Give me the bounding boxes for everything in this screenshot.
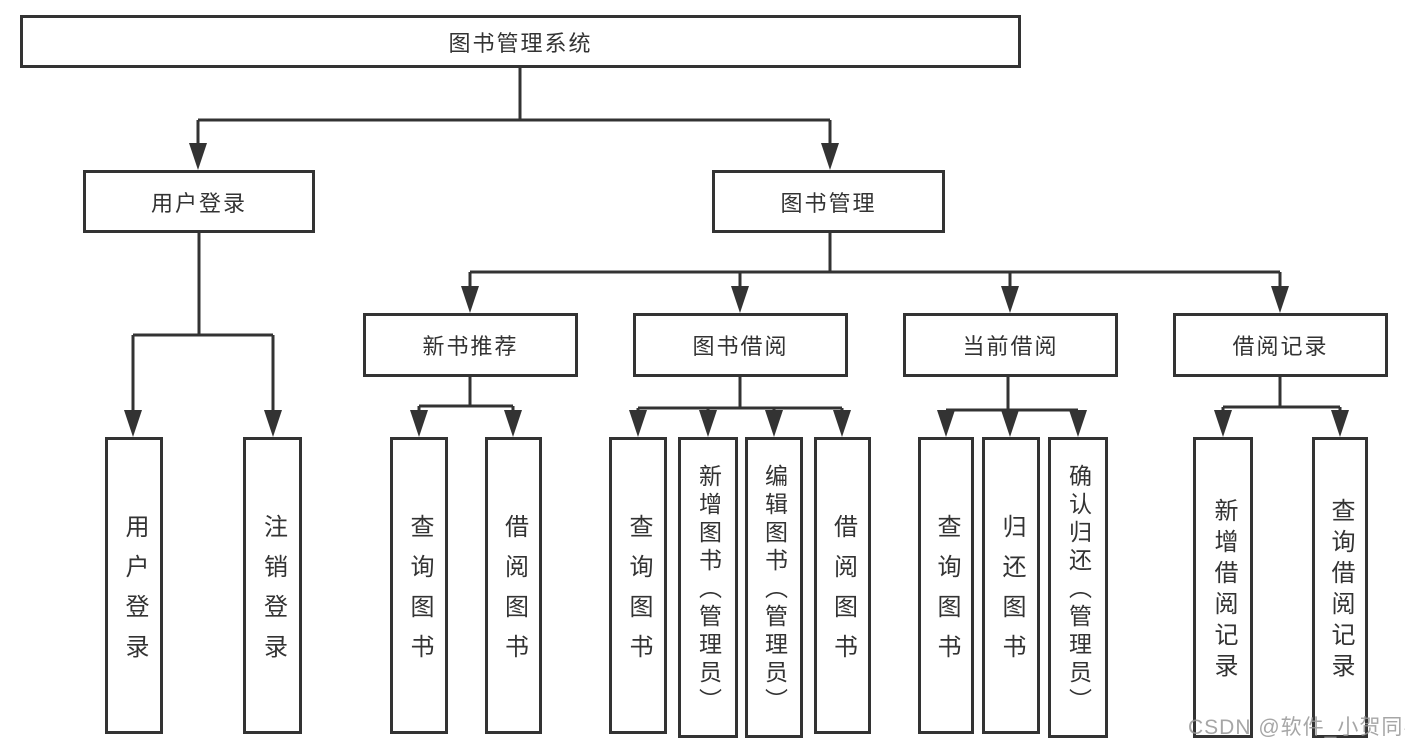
node-label: 确认归还（管理员） (1065, 464, 1092, 716)
node-label: 图书借阅 (692, 334, 789, 359)
connector-root-to-level2 (196, 67, 832, 146)
node-label: 归还图书 (998, 513, 1025, 674)
node-book-borrow: 图书借阅 (633, 313, 848, 377)
node-user-login: 用户登录 (83, 170, 315, 233)
node-root-system: 图书管理系统 (20, 15, 1021, 68)
node-label: 用户登录 (150, 190, 247, 216)
arrowhead (504, 410, 522, 437)
node-label: 查询借阅记录 (1327, 498, 1354, 684)
leaf-borrow-books: 借阅图书 (485, 437, 542, 734)
connector-borrow-records-children (1221, 377, 1342, 412)
arrowhead (1331, 410, 1349, 437)
connector-book-borrow-children (636, 377, 844, 412)
node-label: 查询图书 (406, 513, 433, 674)
leaf-add-book-admin: 新增图书（管理员） (678, 437, 738, 738)
node-label: 图书管理系统 (448, 30, 593, 56)
arrowhead (461, 286, 479, 313)
arrowhead (124, 410, 142, 437)
leaf-add-borrow-record: 新增借阅记录 (1193, 437, 1253, 738)
arrowhead (629, 410, 647, 437)
node-label: 查询图书 (625, 513, 652, 674)
arrowhead (1214, 410, 1232, 437)
node-book-management: 图书管理 (712, 170, 945, 233)
node-label: 借阅记录 (1232, 334, 1329, 359)
leaf-borrow-books: 借阅图书 (814, 437, 871, 734)
leaf-query-books: 查询图书 (609, 437, 667, 734)
node-label: 新增借阅记录 (1210, 498, 1237, 684)
leaf-confirm-return-admin: 确认归还（管理员） (1048, 437, 1108, 738)
node-label: 编辑图书（管理员） (761, 464, 788, 716)
arrowhead (1001, 410, 1019, 437)
watermark: CSDN @软件_小贺同学 (1188, 716, 1405, 739)
arrowhead (1069, 410, 1087, 437)
leaf-query-books: 查询图书 (390, 437, 448, 734)
node-label: 用户登录 (121, 513, 148, 674)
connector-user-login-children (131, 232, 275, 412)
arrowhead (264, 410, 282, 437)
leaf-query-borrow-record: 查询借阅记录 (1312, 437, 1368, 738)
leaf-query-books: 查询图书 (918, 437, 974, 734)
connector-book-management-children (468, 232, 1282, 288)
leaf-return-books: 归还图书 (982, 437, 1040, 734)
node-label: 注销登录 (259, 513, 287, 674)
node-borrow-records: 借阅记录 (1173, 313, 1388, 377)
arrowhead (1001, 286, 1019, 313)
arrowhead (189, 143, 207, 170)
arrowhead (1271, 286, 1289, 313)
node-label: 查询图书 (933, 513, 960, 674)
node-label: 新增图书（管理员） (695, 464, 722, 716)
arrowhead (731, 286, 749, 313)
node-label: 当前借阅 (962, 334, 1059, 359)
node-current-borrow: 当前借阅 (903, 313, 1118, 377)
leaf-user-login: 用户登录 (105, 437, 163, 734)
arrowhead (699, 410, 717, 437)
node-label: 借阅图书 (500, 513, 528, 674)
leaf-logout: 注销登录 (243, 437, 302, 734)
node-label: 图书管理 (780, 190, 877, 216)
connector-new-book-recommend-children (417, 377, 515, 412)
arrowhead (765, 410, 783, 437)
arrowhead (410, 410, 428, 437)
leaf-edit-book-admin: 编辑图书（管理员） (745, 437, 803, 738)
node-new-book-recommend: 新书推荐 (363, 313, 578, 377)
arrowhead (937, 410, 955, 437)
node-label: 新书推荐 (422, 334, 519, 359)
arrowhead (833, 410, 851, 437)
arrowhead (821, 143, 839, 170)
connector-current-borrow-children (944, 377, 1080, 412)
node-label: 借阅图书 (829, 513, 857, 674)
